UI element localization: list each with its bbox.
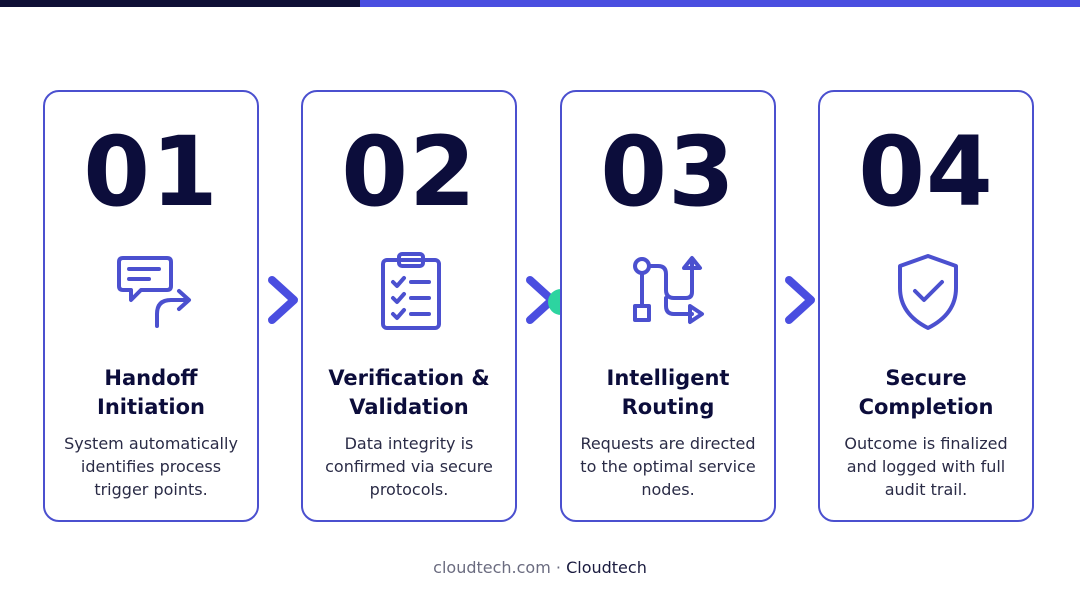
step-number: 02 xyxy=(341,116,477,228)
chevron-right-icon xyxy=(781,272,821,328)
step-description-line: and logged with full xyxy=(846,457,1006,476)
step-number: 03 xyxy=(600,116,736,228)
step-description-line: protocols. xyxy=(369,480,449,499)
top-bar-dark-segment xyxy=(0,0,360,7)
step-title-line: Secure xyxy=(885,366,967,390)
step-title: Verification & Validation xyxy=(309,364,509,422)
step-description-line: Data integrity is xyxy=(344,434,474,453)
top-bar-accent-segment xyxy=(360,0,1080,7)
step-title: Intelligent Routing xyxy=(568,364,768,422)
step-description: Data integrity is confirmed via secure p… xyxy=(313,432,505,501)
footer: cloudtech.com · Cloudtech xyxy=(0,558,1080,577)
step-description: Outcome is finalized and logged with ful… xyxy=(830,432,1022,501)
footer-brand: Cloudtech xyxy=(566,558,647,577)
step-card-1: 01 Handoff Initiation System automatical… xyxy=(43,90,259,522)
step-title-line: Verification & xyxy=(328,366,490,390)
top-accent-bar xyxy=(0,0,1080,7)
step-title-line: Completion xyxy=(858,395,994,419)
step-description-line: identifies process xyxy=(80,457,222,476)
footer-domain-link[interactable]: cloudtech.com xyxy=(433,558,551,577)
step-description-line: confirmed via secure xyxy=(325,457,493,476)
step-title-line: Initiation xyxy=(97,395,205,419)
step-description-line: audit trail. xyxy=(884,480,968,499)
step-title-line: Routing xyxy=(621,395,715,419)
chat-forward-icon xyxy=(109,248,197,336)
step-card-2: 02 Verification & Validation Data integr… xyxy=(301,90,517,522)
step-description: System automatically identifies process … xyxy=(55,432,247,501)
step-title-line: Intelligent xyxy=(606,366,730,390)
shield-check-icon xyxy=(884,248,972,336)
step-title-line: Validation xyxy=(349,395,469,419)
step-title-line: Handoff xyxy=(104,366,198,390)
step-title: Handoff Initiation xyxy=(51,364,251,422)
step-card-4: 04 Secure Completion Outcome is finalize… xyxy=(818,90,1034,522)
step-number: 01 xyxy=(83,116,219,228)
step-description-line: nodes. xyxy=(641,480,695,499)
chevron-right-icon xyxy=(264,272,304,328)
routing-icon xyxy=(626,248,714,336)
step-description-line: Outcome is finalized xyxy=(844,434,1008,453)
step-description: Requests are directed to the optimal ser… xyxy=(572,432,764,501)
clipboard-checklist-icon xyxy=(367,248,455,336)
step-description-line: trigger points. xyxy=(94,480,208,499)
step-description-line: System automatically xyxy=(64,434,238,453)
step-description-line: Requests are directed xyxy=(580,434,756,453)
step-title: Secure Completion xyxy=(826,364,1026,422)
footer-separator: · xyxy=(555,558,561,577)
step-number: 04 xyxy=(858,116,994,228)
step-card-3: 03 Intelligent Routing Requests are dire… xyxy=(560,90,776,522)
step-description-line: to the optimal service xyxy=(580,457,756,476)
